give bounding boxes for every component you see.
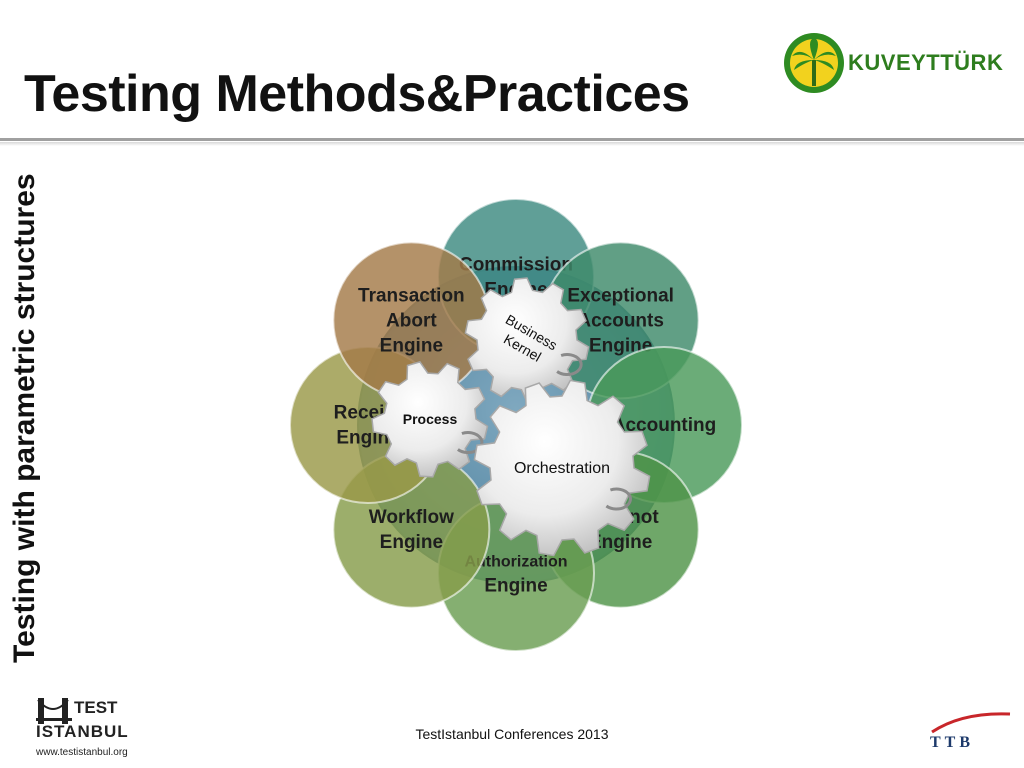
header-divider-shadow bbox=[0, 142, 1024, 146]
engine-label-line: Exceptional bbox=[567, 285, 674, 306]
palm-emblem-icon bbox=[784, 33, 844, 93]
swoosh-icon bbox=[931, 712, 1011, 734]
logo-left-line2: ISTANBUL bbox=[36, 722, 129, 741]
gear-shape bbox=[371, 361, 489, 478]
engine-label-line: Accounts bbox=[577, 310, 664, 331]
kuveytturk-logo: KUVEYTTÜRK bbox=[782, 30, 1004, 96]
gear-process: Process bbox=[371, 361, 489, 478]
engine-label-line: Engine bbox=[380, 532, 443, 553]
engine-label-line: Workflow bbox=[369, 507, 454, 528]
logo-left-url: www.testistanbul.org bbox=[36, 747, 128, 758]
testistanbul-logo: TEST ISTANBUL www.testistanbul.org bbox=[36, 696, 156, 762]
gear-ring-icon bbox=[605, 487, 632, 511]
logo-left-line1: TEST bbox=[74, 698, 118, 717]
logo-right-text: TTB bbox=[930, 734, 975, 751]
logo-brand-text: KUVEYTTÜRK bbox=[848, 50, 1004, 75]
footer-text: TestIstanbul Conferences 2013 bbox=[415, 726, 609, 742]
engine-label-line: Commission bbox=[459, 255, 573, 276]
gear-shape bbox=[473, 379, 651, 557]
engine-label-line: Engine bbox=[380, 335, 443, 356]
bridge-icon bbox=[36, 698, 72, 724]
engine-label-line: Transaction bbox=[358, 285, 465, 306]
gear-orchestration: Orchestration bbox=[473, 379, 651, 557]
engine-label-line: Engine bbox=[484, 576, 547, 597]
ttb-logo: TTB bbox=[922, 708, 1014, 760]
engine-diagram: CommissionEngine ExceptionalAccountsEngin… bbox=[289, 198, 743, 652]
gear-label-line: Orchestration bbox=[514, 460, 610, 477]
gear-label-line: Process bbox=[403, 411, 458, 427]
engine-label-line: Authorization bbox=[464, 554, 567, 571]
engine-label-line: Engine bbox=[589, 532, 652, 553]
gear-ring-icon bbox=[556, 353, 583, 376]
slide-title: Testing Methods&Practices bbox=[24, 65, 690, 123]
engine-label-line: Abort bbox=[386, 310, 437, 331]
engine-label-line: Accounting bbox=[612, 415, 717, 436]
header-divider bbox=[0, 138, 1024, 141]
